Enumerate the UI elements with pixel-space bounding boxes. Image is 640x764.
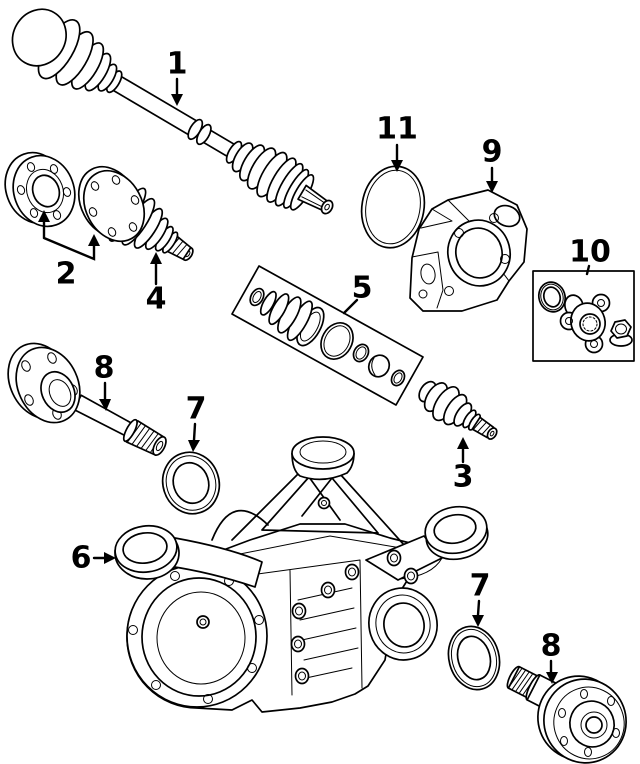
callout-number-label: 5 <box>352 271 373 306</box>
part-shaft-seal-right <box>447 625 501 691</box>
part-output-flange-left <box>7 342 167 456</box>
callout-8-left[interactable]: 8 <box>94 351 115 412</box>
callout-number-label: 7 <box>186 392 207 427</box>
callout-2[interactable]: 2 <box>38 210 100 292</box>
callout-3[interactable]: 3 <box>453 437 474 495</box>
part-shaft-seal-left <box>161 451 221 515</box>
kit-box-5 <box>231 265 424 406</box>
callout-arrowhead <box>38 210 50 222</box>
callout-number-label: 8 <box>541 629 562 664</box>
callout-arrowhead <box>99 399 111 411</box>
callout-leader <box>585 264 591 276</box>
part-differential-assembly <box>114 436 489 713</box>
callout-leader <box>342 298 359 315</box>
callout-5[interactable]: 5 <box>342 271 373 315</box>
callout-number-label: 10 <box>569 235 611 270</box>
part-outer-cv-joint <box>418 380 498 440</box>
callout-number-label: 3 <box>453 460 474 495</box>
part-drive-flange <box>4 151 76 228</box>
part-axle-nut <box>609 319 633 347</box>
callout-7-right[interactable]: 7 <box>470 569 491 628</box>
callout-number-label: 7 <box>470 569 491 604</box>
callout-arrow <box>192 422 197 442</box>
callout-7-left[interactable]: 7 <box>186 392 207 453</box>
callout-number-label: 9 <box>482 135 503 170</box>
bolt-heads <box>290 549 419 685</box>
part-axle-shaft-assembly <box>11 8 334 215</box>
part-o-ring <box>360 165 426 249</box>
callout-arrow <box>42 220 96 261</box>
callout-1[interactable]: 1 <box>167 47 188 107</box>
part-companion-flange <box>559 293 611 354</box>
callout-number-label: 8 <box>94 351 115 386</box>
kit-box-10 <box>532 270 635 362</box>
part-seal-10 <box>537 281 567 313</box>
callout-arrowhead <box>171 94 183 106</box>
callout-arrowhead <box>457 437 469 449</box>
callout-number-label: 1 <box>167 47 188 82</box>
callout-arrowhead <box>546 672 558 684</box>
callout-number-label: 11 <box>376 112 418 147</box>
callout-arrowhead <box>472 615 484 627</box>
callout-8-right[interactable]: 8 <box>541 629 562 685</box>
callout-arrowhead <box>150 252 162 264</box>
callout-4[interactable]: 4 <box>146 252 167 317</box>
callout-arrowhead <box>104 552 116 564</box>
callout-11[interactable]: 11 <box>376 112 418 173</box>
callout-arrowhead <box>88 234 100 246</box>
callout-6[interactable]: 6 <box>71 541 116 576</box>
callout-number-label: 2 <box>56 257 77 292</box>
part-output-flange-right <box>506 665 627 764</box>
callout-9[interactable]: 9 <box>482 135 503 194</box>
callout-arrowhead <box>486 181 498 193</box>
callout-10[interactable]: 10 <box>569 235 611 276</box>
callout-arrowhead <box>188 440 200 452</box>
part-boot-kit-contents <box>249 287 406 387</box>
callout-arrowhead <box>391 160 403 172</box>
part-differential-cover <box>409 189 528 312</box>
callout-number-label: 4 <box>146 282 167 317</box>
part-inner-cv-joint <box>77 165 194 262</box>
callout-arrow <box>476 599 481 617</box>
callout-number-label: 6 <box>71 541 92 576</box>
